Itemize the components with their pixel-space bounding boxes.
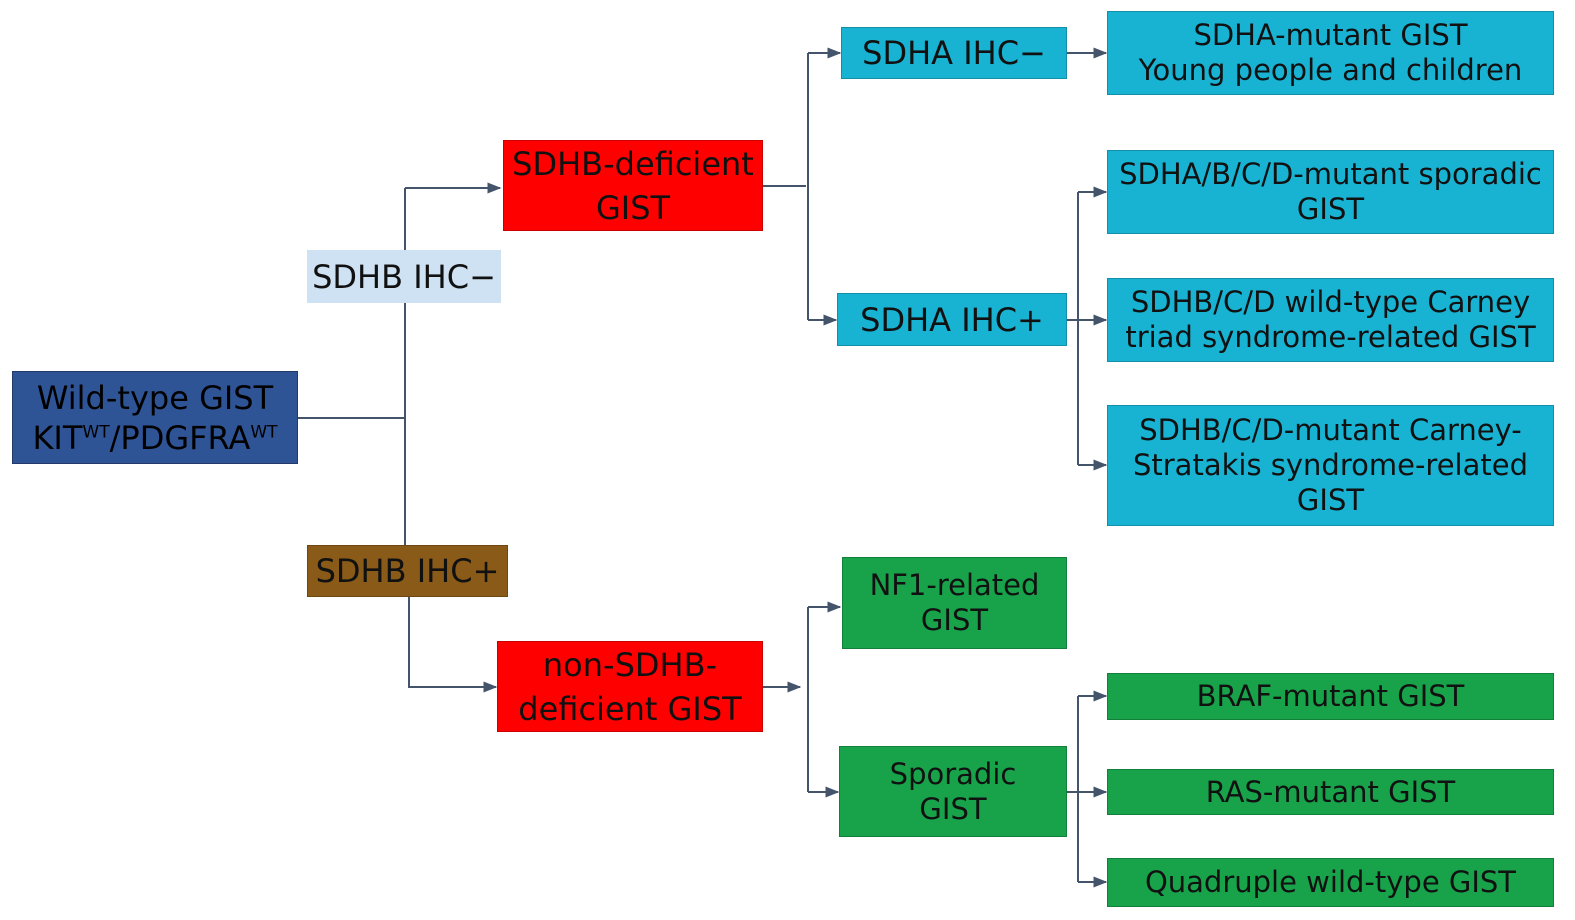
sdha-ihc-negative: SDHA IHC− [841, 27, 1067, 79]
root-wild-type-gist: Wild-type GIST KITWT/PDGFRAWT [12, 371, 298, 464]
carney-stratakis-gist: SDHB/C/D-mutant Carney- Stratakis syndro… [1107, 405, 1554, 526]
sdhabcd-mutant-sporadic-gist: SDHA/B/C/D-mutant sporadic GIST [1107, 150, 1554, 234]
nf1-related-gist: NF1-related GIST [842, 557, 1067, 649]
sdhb-deficient-gist: SDHB-deficient GIST [503, 140, 763, 231]
sdha-mutant-gist: SDHA-mutant GIST Young people and childr… [1107, 11, 1554, 95]
sdhb-ihc-negative: SDHB IHC− [307, 250, 501, 303]
sporadic-gist: Sporadic GIST [839, 746, 1067, 837]
sdha-ihc-positive: SDHA IHC+ [837, 293, 1067, 346]
root-line2: KITWT/PDGFRAWT [32, 418, 278, 457]
arrow-to-non-sdhb-deficient [408, 597, 498, 693]
braf-mutant-gist: BRAF-mutant GIST [1107, 673, 1554, 720]
sdhb-ihc-positive: SDHB IHC+ [307, 545, 508, 597]
carney-triad-gist: SDHB/C/D wild-type Carney triad syndrome… [1107, 278, 1554, 362]
root-line1: Wild-type GIST [36, 378, 274, 417]
non-sdhb-deficient-gist: non-SDHB- deficient GIST [497, 641, 763, 732]
quadruple-wild-type-gist: Quadruple wild-type GIST [1107, 858, 1554, 907]
ras-mutant-gist: RAS-mutant GIST [1107, 769, 1554, 815]
